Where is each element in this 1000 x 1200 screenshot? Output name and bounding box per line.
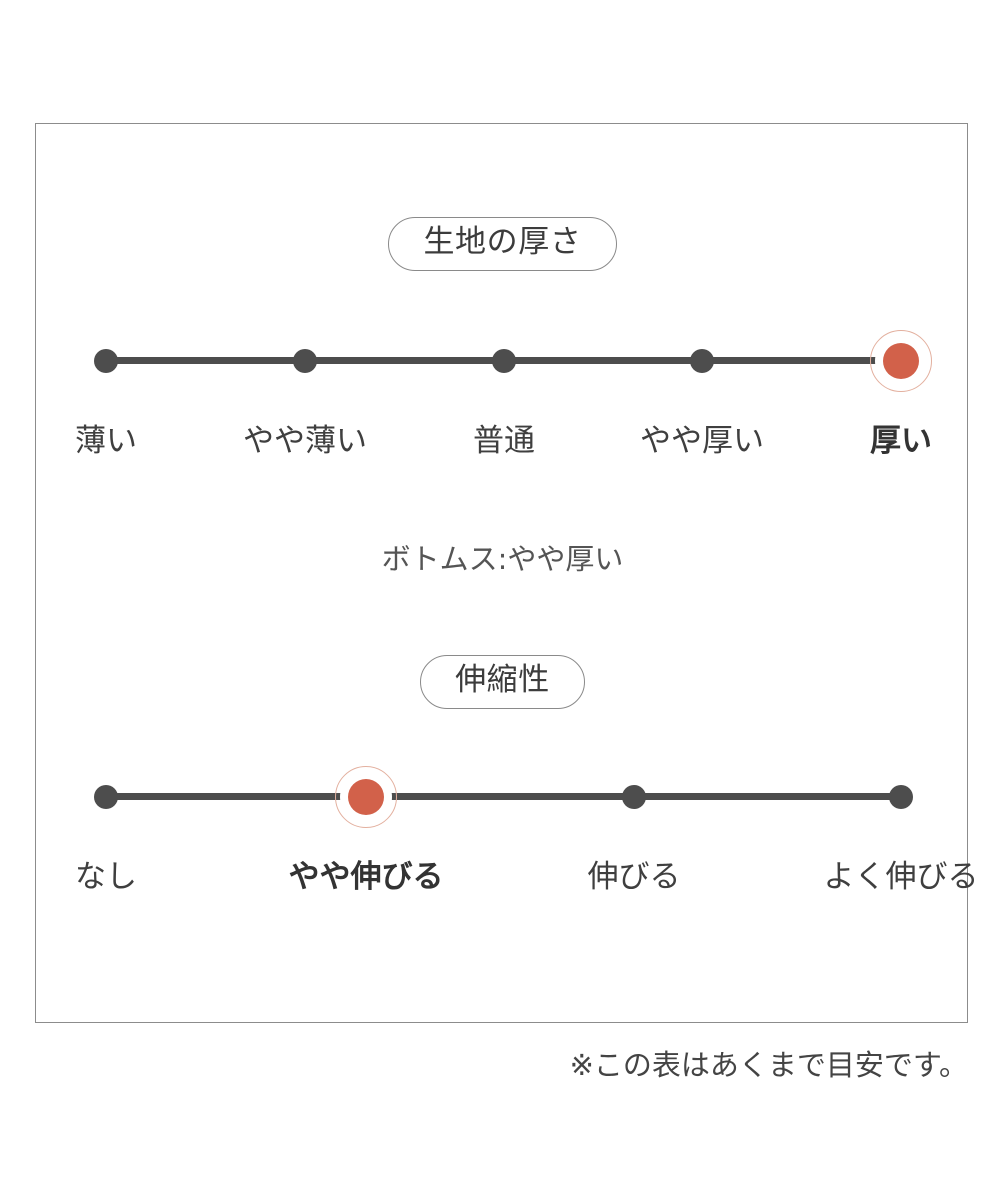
stretch-node-4[interactable]	[889, 785, 913, 809]
stretch-track	[106, 793, 901, 800]
stretch-scale: なし やや伸びる 伸びる よく伸びる	[36, 766, 979, 933]
stretch-node-2-selected[interactable]	[348, 779, 384, 815]
section-heading-stretch: 伸縮性	[420, 655, 585, 709]
stretch-label-2: やや伸びる	[288, 859, 444, 895]
thickness-node-4[interactable]	[690, 349, 714, 373]
thickness-label-1: 薄い	[75, 423, 137, 459]
stretch-node-1[interactable]	[94, 785, 118, 809]
stretch-label-1: なし	[75, 859, 137, 895]
section-heading-stretch-wrap: 伸縮性	[36, 655, 969, 709]
stretch-node-2-ring	[335, 766, 397, 828]
thickness-node-3[interactable]	[492, 349, 516, 373]
thickness-label-5: 厚い	[870, 423, 932, 459]
footnote-disclaimer: ※この表はあくまで目安です。	[569, 1048, 968, 1082]
thickness-label-4: やや厚い	[640, 423, 764, 459]
thickness-label-3: 普通	[473, 423, 535, 459]
thickness-sub-note: ボトムス:やや厚い	[381, 542, 624, 576]
section-heading-thickness-wrap: 生地の厚さ	[36, 217, 969, 271]
fabric-spec-frame: 生地の厚さ 薄い やや薄い 普通 やや厚い 厚い ボトムス:やや厚い 伸縮性 な…	[35, 123, 979, 1023]
thickness-node-5-selected[interactable]	[883, 343, 919, 379]
section-heading-thickness: 生地の厚さ	[388, 217, 617, 271]
stretch-node-3[interactable]	[622, 785, 646, 809]
thickness-scale: 薄い やや薄い 普通 やや厚い 厚い	[36, 330, 969, 497]
stretch-label-4: よく伸びる	[823, 859, 979, 895]
thickness-node-5-ring	[870, 330, 932, 392]
thickness-node-2[interactable]	[293, 349, 317, 373]
thickness-node-1[interactable]	[94, 349, 118, 373]
thickness-label-2: やや薄い	[243, 423, 367, 459]
stretch-label-3: 伸びる	[587, 859, 681, 895]
